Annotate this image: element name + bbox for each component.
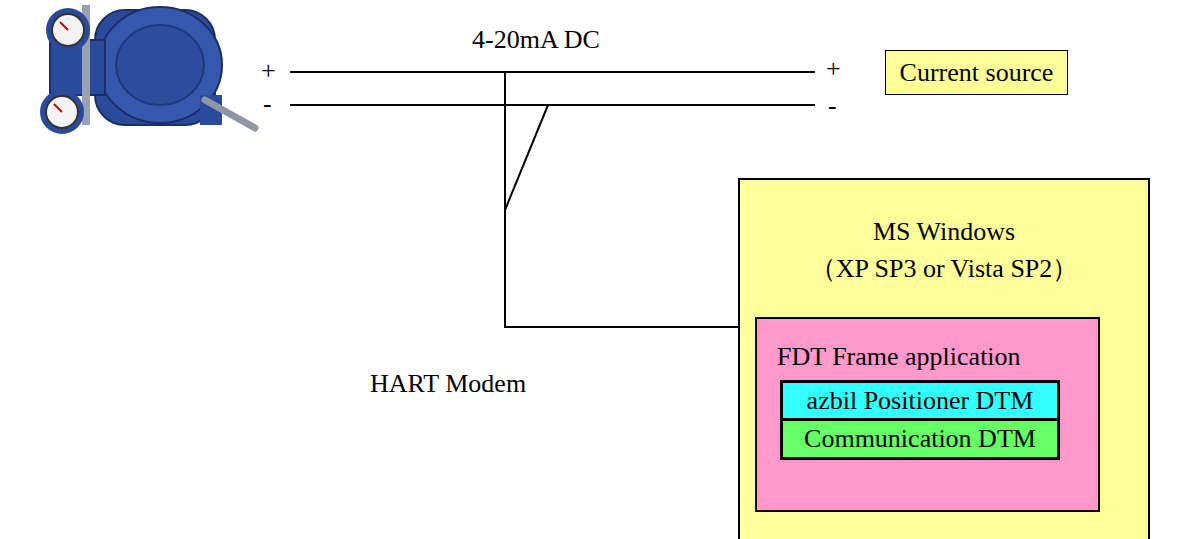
polarity-mark: + bbox=[261, 55, 276, 86]
fdt-frame-box: FDT Frame application azbil Positioner DT… bbox=[755, 317, 1100, 512]
node-title: azbil Positioner DTM bbox=[807, 385, 1034, 416]
node-subtitle: （XP SP3 or Vista SP2） bbox=[810, 253, 1079, 284]
signal-label: 4-20mA DC bbox=[472, 24, 600, 55]
polarity-mark: - bbox=[263, 88, 272, 119]
polarity-mark: + bbox=[826, 53, 841, 84]
dtm-box: azbil Positioner DTM bbox=[780, 380, 1060, 422]
polarity-mark: - bbox=[828, 90, 837, 121]
current-source-box: Current source bbox=[885, 50, 1068, 95]
node-title: Current source bbox=[900, 57, 1054, 88]
node-title: MS Windows bbox=[873, 216, 1015, 247]
windows-pc-box: MS Windows （XP SP3 or Vista SP2） FDT Frame… bbox=[738, 178, 1150, 539]
loop-wires bbox=[290, 72, 815, 327]
node-title: FDT Frame application bbox=[777, 341, 1021, 372]
node-title: Communication DTM bbox=[804, 423, 1036, 454]
device-label: HART Modem bbox=[370, 368, 526, 399]
positioner-illustration bbox=[40, 5, 255, 134]
dtm-box: Communication DTM bbox=[780, 418, 1060, 460]
